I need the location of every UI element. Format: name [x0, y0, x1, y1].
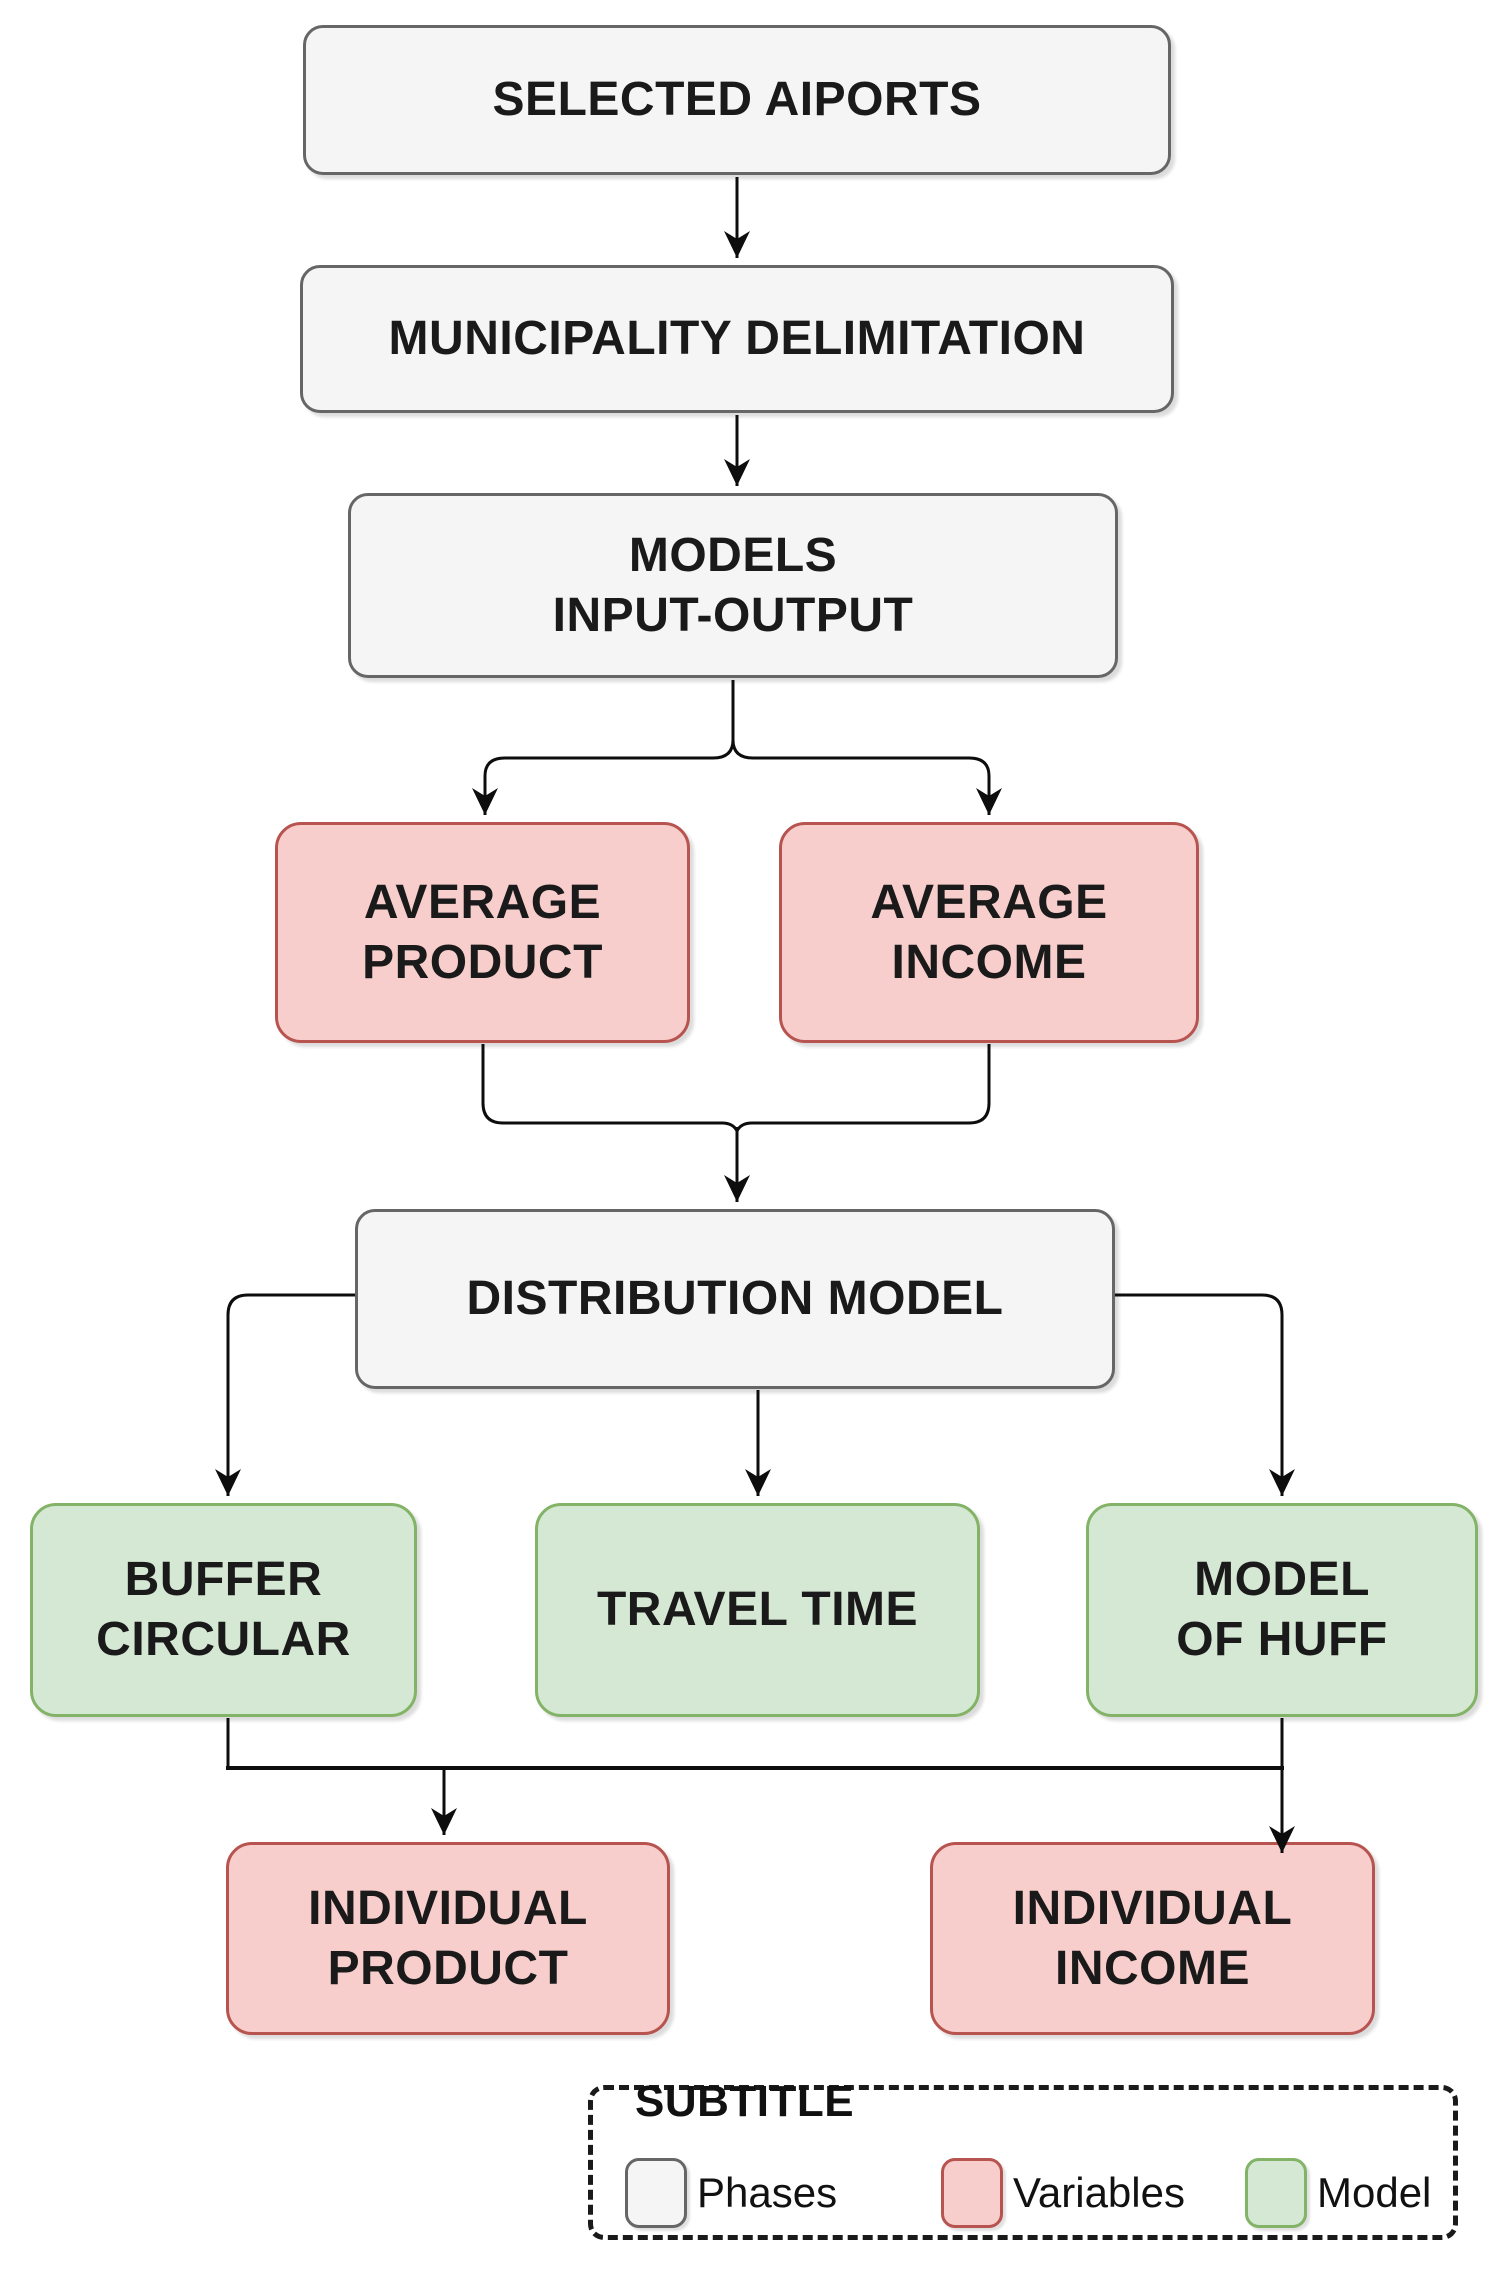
node-average-income-label: AVERAGE INCOME: [870, 875, 1108, 989]
legend-item-phases: Phases: [625, 2156, 837, 2230]
node-buffer-circular-label: BUFFER CIRCULAR: [96, 1553, 351, 1666]
legend-box: SUBTITLE Phases Variables Model: [588, 2080, 1458, 2240]
node-distribution-model: DISTRIBUTION MODEL: [355, 1209, 1115, 1389]
node-average-product-label: AVERAGE PRODUCT: [362, 875, 603, 989]
edge-avg-product-merge: [481, 1044, 739, 1132]
node-selected-airports: SELECTED AIPORTS: [303, 25, 1171, 175]
node-individual-income: INDIVIDUAL INCOME: [930, 1842, 1375, 2035]
node-average-income: AVERAGE INCOME: [779, 822, 1199, 1043]
edge-distribution-to-buffer: [215, 1293, 355, 1496]
node-model-of-huff-label: MODEL OF HUFF: [1176, 1553, 1388, 1666]
node-buffer-circular: BUFFER CIRCULAR: [30, 1503, 417, 1717]
node-travel-time-label: TRAVEL TIME: [596, 1583, 919, 1636]
node-average-product: AVERAGE PRODUCT: [275, 822, 690, 1043]
variables-swatch: [941, 2158, 1003, 2228]
phases-label: Phases: [697, 2169, 838, 2216]
variables-label: Variables: [1013, 2169, 1185, 2216]
phases-swatch: [625, 2158, 687, 2228]
node-municipality-delimitation-label: MUNICIPALITY DELIMITATION: [388, 312, 1086, 365]
node-model-of-huff: MODEL OF HUFF: [1086, 1503, 1478, 1717]
edge-models-split-right: [731, 680, 1002, 815]
node-individual-product-label: INDIVIDUAL PRODUCT: [308, 1881, 588, 1995]
node-selected-airports-label: SELECTED AIPORTS: [492, 73, 982, 126]
node-travel-time: TRAVEL TIME: [535, 1503, 980, 1717]
node-models-input-output: MODELS INPUT-OUTPUT: [348, 493, 1118, 678]
node-individual-product: INDIVIDUAL PRODUCT: [226, 1842, 670, 2035]
model-swatch: [1245, 2158, 1307, 2228]
legend-title: SUBTITLE: [635, 2077, 855, 2126]
edge-avg-income-merge: [735, 1044, 991, 1132]
node-models-input-output-label: MODELS INPUT-OUTPUT: [552, 528, 914, 642]
model-label: Model: [1317, 2169, 1432, 2216]
node-municipality-delimitation: MUNICIPALITY DELIMITATION: [300, 265, 1174, 413]
edge-models-split-left: [472, 680, 735, 815]
legend-item-model: Model: [1245, 2156, 1431, 2230]
legend-item-variables: Variables: [941, 2156, 1185, 2230]
node-individual-income-label: INDIVIDUAL INCOME: [1012, 1881, 1293, 1995]
edge-distribution-to-huff: [1115, 1293, 1295, 1496]
node-distribution-model-label: DISTRIBUTION MODEL: [466, 1272, 1004, 1325]
